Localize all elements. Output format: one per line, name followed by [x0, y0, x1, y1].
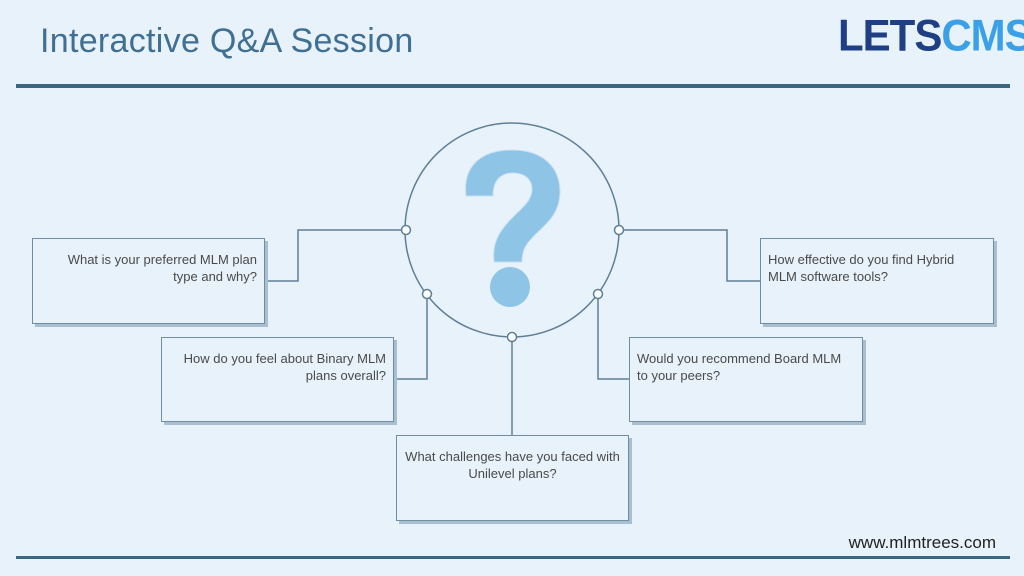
question-box-hybrid: How effective do you find Hybrid MLM sof…: [760, 238, 994, 324]
question-box-binary: How do you feel about Binary MLM plans o…: [161, 337, 394, 422]
page-title: Interactive Q&A Session: [40, 22, 414, 60]
question-box-preferred-plan: What is your preferred MLM plan type and…: [32, 238, 265, 324]
connector-mid-right: [597, 294, 630, 380]
connector-top-right: [619, 229, 760, 282]
question-box-board: Would you recommend Board MLM to your pe…: [629, 337, 863, 422]
question-text: How do you feel about Binary MLM plans o…: [183, 351, 386, 383]
logo-text-cms: CMS: [941, 10, 1024, 61]
connector-dot: [613, 224, 625, 236]
connector-dot: [400, 224, 412, 236]
question-box-unilevel: What challenges have you faced with Unil…: [396, 435, 629, 521]
question-text: What is your preferred MLM plan type and…: [67, 252, 257, 284]
header-divider: [16, 84, 1010, 88]
footer-divider: [16, 556, 1010, 559]
connector-dot: [592, 288, 604, 300]
company-logo: LETSCMS: [838, 11, 1024, 61]
question-mark-icon: [465, 149, 561, 307]
connector-top-left: [265, 229, 406, 282]
question-text: Would you recommend Board MLM to your pe…: [637, 351, 842, 383]
connector-dot: [506, 331, 518, 343]
question-text: How effective do you find Hybrid MLM sof…: [768, 252, 955, 284]
connector-dot: [421, 288, 433, 300]
logo-text-lets: LETS: [838, 10, 942, 61]
connector-mid-left: [394, 294, 428, 380]
footer-url: www.mlmtrees.com: [848, 533, 996, 552]
question-text: What challenges have you faced with Unil…: [405, 449, 620, 481]
